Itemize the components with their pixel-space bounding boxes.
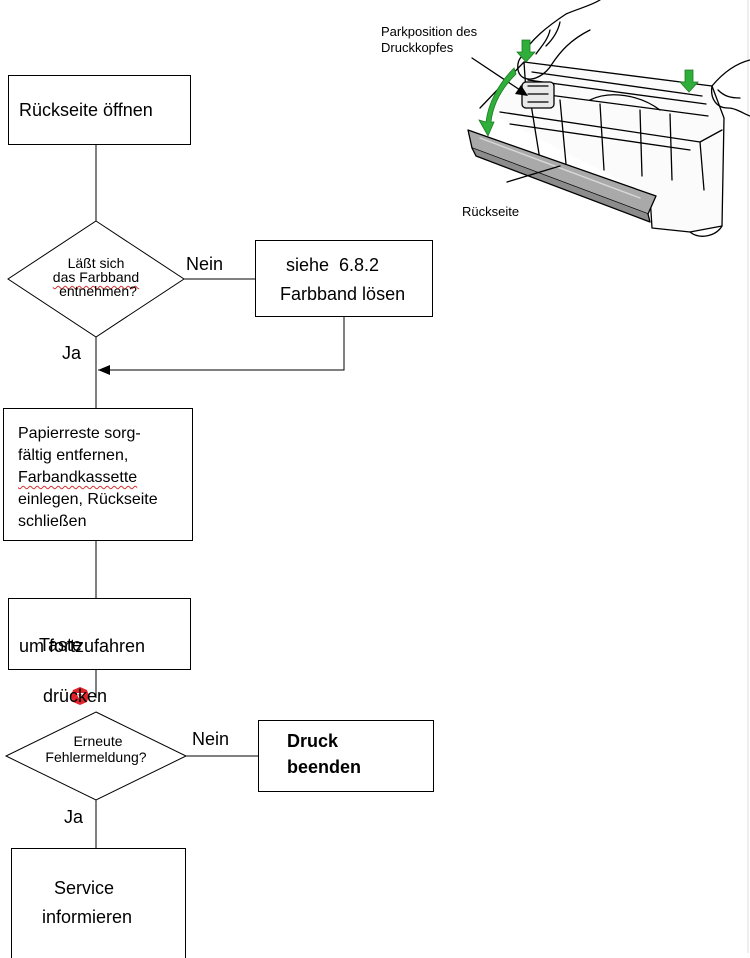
decision2-text-line2: Fehlermeldung? — [45, 749, 147, 765]
decision1-text-line2: das Farbband — [52, 269, 140, 285]
press-text-line1-end: drücken — [43, 685, 108, 706]
label-park-position-line1: Parkposition des — [381, 24, 478, 39]
service-box: Service informieren — [11, 848, 186, 958]
clean-text-line2: fältig entfernen, — [18, 447, 129, 464]
clean-text-line5: schließen — [18, 513, 87, 530]
arrowhead-merge — [98, 365, 110, 375]
edge-label-no-2: Nein — [192, 729, 230, 749]
press-key-box: Taste drücken um fortzufahren — [8, 598, 191, 706]
step-open-back-box: Rückseite öffnen — [8, 75, 191, 145]
step-open-back-text: Rückseite öffnen — [19, 100, 153, 120]
decision1-text-line3: entnehmen? — [59, 283, 137, 299]
clean-text-line1: Papierreste sorg- — [18, 425, 141, 442]
end-print-text-line2: beenden — [287, 757, 362, 777]
label-back-side: Rückseite — [462, 204, 520, 219]
decision2-text-line1: Erneute — [73, 733, 123, 749]
reference-text-line2: Farbband lösen — [280, 284, 406, 304]
press-text-line1-start: Taste — [39, 634, 83, 655]
press-text-line2: um fortzufahren — [19, 636, 146, 656]
end-print-box: Druck beenden — [258, 720, 434, 792]
clean-text-line3: Farbandkassette — [18, 469, 138, 486]
decision-diamond-1 — [7, 220, 185, 338]
clean-text-line4: einlegen, Rückseite — [18, 491, 158, 508]
edge-label-no-1: Nein — [186, 254, 224, 274]
decision-diamond-2 — [4, 711, 188, 801]
service-text-line2: informieren — [42, 907, 133, 927]
label-park-position-line2: Druckkopfes — [381, 40, 454, 55]
reference-text-line1: siehe 6.8.2 — [286, 255, 380, 275]
printer-illustration — [467, 0, 750, 237]
pointer-arrowhead — [515, 85, 528, 96]
continue-key-icon — [41, 662, 90, 705]
green-arrows — [478, 39, 699, 137]
press-text-line1: Taste drücken — [19, 607, 107, 734]
connector-ref-return — [98, 317, 345, 371]
edge-label-yes-2: Ja — [64, 807, 84, 827]
edge-label-yes-1: Ja — [62, 343, 82, 363]
end-print-text-line1: Druck — [287, 731, 339, 751]
decision1-text-line1: Läßt sich — [67, 255, 125, 271]
service-text-line1: Service — [54, 878, 115, 898]
clean-and-insert-box: Papierreste sorg- fältig entfernen, Farb… — [3, 408, 193, 541]
reference-box: siehe 6.8.2 Farbband lösen — [255, 240, 433, 317]
